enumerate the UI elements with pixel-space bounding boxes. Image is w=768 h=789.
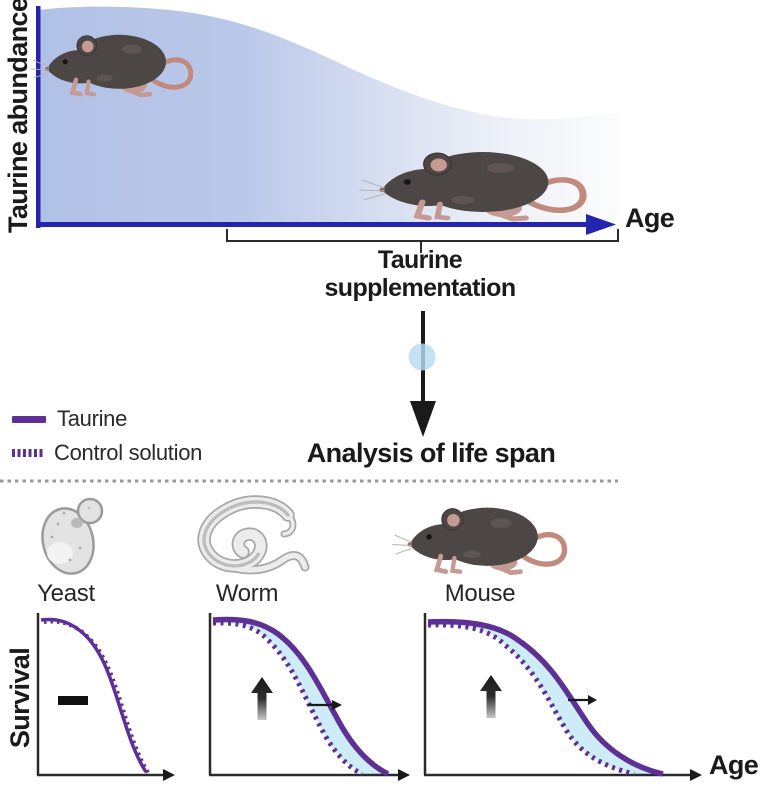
survival-axis-label: Survival	[5, 647, 35, 749]
legend-item-control: Control solution	[12, 436, 202, 470]
abundance-x-axis-arrowhead	[586, 214, 616, 235]
age-axis-label-bottom: Age	[709, 750, 759, 780]
taurine-curve-worm	[212, 616, 390, 777]
no-change-minus-icon	[58, 696, 88, 705]
increase-up-arrow-icon	[480, 675, 502, 718]
legend-item-taurine: Taurine	[12, 402, 202, 436]
legend-label-taurine: Taurine	[57, 406, 128, 431]
taurine-supplementation-label: Taurine supplementation	[265, 246, 575, 302]
legend-label-control: Control solution	[54, 440, 203, 465]
worm-survival-panel	[208, 613, 410, 781]
taurine-curve-mouse	[427, 618, 664, 777]
down-arrowhead-icon	[410, 401, 436, 437]
yeast-label: Yeast	[37, 580, 95, 607]
control-dotted-line-swatch	[12, 449, 43, 457]
increase-up-arrow-icon	[251, 677, 273, 720]
x-axis-arrowhead	[398, 769, 410, 781]
taurine-solid-line-swatch	[12, 415, 46, 423]
control-curve-mouse	[427, 622, 635, 777]
yeast-survival-panel	[36, 613, 175, 781]
shift-right-arrow-icon	[568, 695, 597, 705]
worm-illustration	[197, 495, 310, 575]
taurine-supplementation-line1: Taurine	[377, 246, 463, 274]
taurine-abundance-axis-label: Taurine abundance	[3, 0, 33, 233]
abundance-y-axis	[36, 6, 41, 228]
taurine-abundance-chart	[31, 6, 622, 253]
x-axis-arrowhead	[163, 769, 175, 781]
analysis-of-life-span-label: Analysis of life span	[306, 438, 556, 468]
x-axis-arrowhead	[690, 769, 702, 781]
taurine-supplementation-line2: supplementation	[324, 274, 516, 302]
shift-right-arrow-icon	[308, 700, 342, 710]
age-axis-label-top: Age	[625, 203, 675, 233]
yeast-illustration	[41, 497, 104, 575]
worm-label: Worm	[215, 580, 279, 607]
supplementation-flow-arrow	[408, 311, 436, 437]
taurine-droplet-icon	[408, 343, 436, 371]
taurine-curve-yeast	[40, 617, 148, 773]
control-curve-yeast	[43, 619, 151, 776]
mouse-survival-panel	[423, 613, 702, 781]
bottom-mouse-illustration	[392, 508, 564, 573]
survival-gain-area-mouse	[428, 622, 663, 774]
abundance-x-axis	[36, 222, 588, 227]
mouse-label: Mouse	[444, 580, 516, 607]
control-curve-worm	[212, 620, 364, 777]
legend: Taurine Control solution	[12, 402, 202, 470]
supplementation-bracket	[226, 229, 619, 253]
